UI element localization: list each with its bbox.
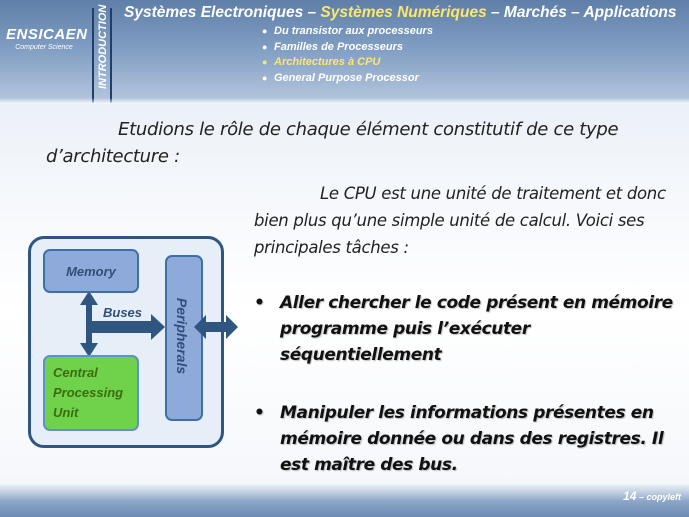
title-part-2: – Marchés – Applications xyxy=(486,4,677,21)
cpu-description: Le CPU est une unité de traitement et do… xyxy=(254,184,666,257)
topic-label: Du transistor aux processeurs xyxy=(274,25,433,37)
cpu-label-line-2: Processing xyxy=(53,385,124,400)
cpu-task-item: •Manipuler les informations présentes en… xyxy=(254,403,664,475)
page-number-value: 14 xyxy=(623,489,637,503)
topic-list: ●Du transistor aux processeurs ●Familles… xyxy=(262,24,433,86)
cpu-label-line-3: Unit xyxy=(53,405,79,420)
page-number: 14 – copyleft xyxy=(623,487,681,505)
slide-header: ENSICAEN Computer Science INTRODUCTION S… xyxy=(0,0,689,104)
slide-title: Systèmes Electroniques – Systèmes Numéri… xyxy=(124,4,677,22)
copyleft-label: – copyleft xyxy=(636,492,681,502)
topic-item: ●General Purpose Processor xyxy=(262,71,419,84)
intro-paragraph: Etudions le rôle de chaque élément const… xyxy=(46,119,619,167)
topic-label: Architectures à CPU xyxy=(274,56,381,68)
topic-item: ●Du transistor aux processeurs xyxy=(262,25,433,37)
cpu-task-list: •Aller chercher le code présent en mémoi… xyxy=(252,290,682,478)
section-label: INTRODUCTION xyxy=(97,4,109,89)
cpu-block: Central Processing Unit xyxy=(43,355,139,431)
ensicaen-logo: ENSICAEN Computer Science xyxy=(6,26,88,51)
cpu-label-line-1: Central xyxy=(53,365,98,380)
cpu-task-text: Aller chercher le code présent en mémoir… xyxy=(280,293,673,365)
cpu-task-item: •Aller chercher le code présent en mémoi… xyxy=(254,293,673,365)
slide-footer: 14 – copyleft xyxy=(0,483,689,517)
title-part-1: Systèmes Electroniques – xyxy=(124,4,321,21)
cpu-task-text: Manipuler les informations présentes en … xyxy=(280,403,664,475)
logo-subtitle: Computer Science xyxy=(15,44,73,51)
header-divider-left xyxy=(92,8,94,103)
peripherals-block xyxy=(165,255,203,421)
external-io-arrow xyxy=(194,315,238,339)
topic-label: Familles de Processeurs xyxy=(274,40,404,53)
memory-label: Memory xyxy=(66,263,116,279)
logo-name: ENSICAEN xyxy=(6,26,88,43)
bus-arrow-horizontal xyxy=(89,314,165,340)
cpu-label: Central Processing Unit xyxy=(53,363,123,423)
architecture-diagram: Memory Buses Central Processing Unit Per… xyxy=(28,236,224,448)
buses-label: Buses xyxy=(103,305,143,320)
peripherals-label: Peripherals xyxy=(174,297,190,375)
topic-label: General Purpose Processor xyxy=(274,71,419,84)
topic-item-active: ●Architectures à CPU xyxy=(262,56,381,68)
header-divider-right xyxy=(110,8,112,103)
memory-block: Memory xyxy=(43,249,139,293)
topic-item: ●Familles de Processeurs xyxy=(262,40,404,53)
title-highlight: Systèmes Numériques xyxy=(320,4,487,21)
bus-arrows xyxy=(80,291,165,357)
